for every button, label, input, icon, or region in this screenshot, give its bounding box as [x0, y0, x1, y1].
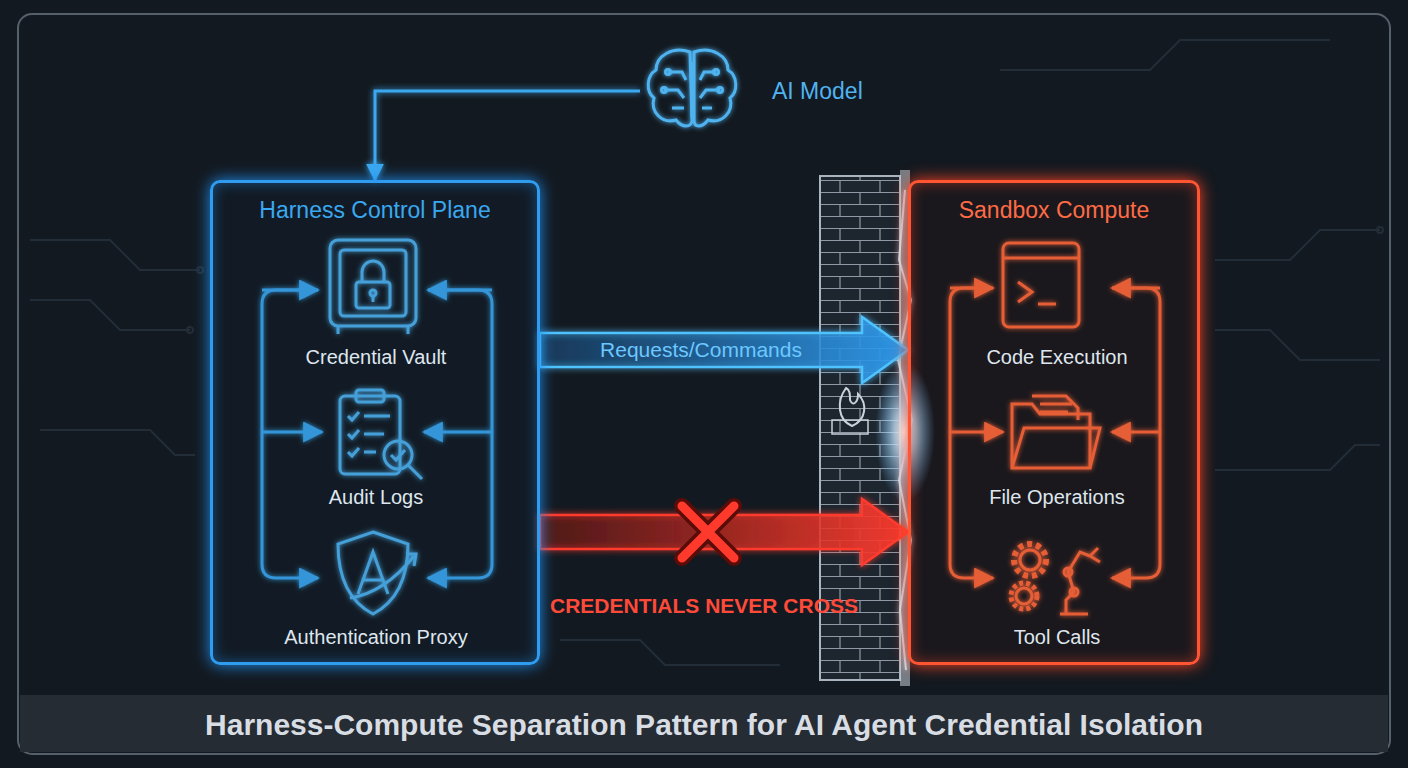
blocked-cross	[682, 506, 734, 558]
flow-arrow	[540, 499, 908, 565]
circuit-traces	[1215, 330, 1380, 360]
node-label: Audit Logs	[329, 486, 424, 509]
circuit-traces	[1215, 230, 1380, 260]
component-box: File Operations	[957, 373, 1157, 513]
panel-heading: Sandbox Compute	[959, 197, 1150, 224]
brain-icon	[666, 70, 671, 75]
component-box: Audit Logs	[276, 373, 476, 513]
component-box: Code Execution	[957, 233, 1157, 373]
circuit-traces	[30, 240, 200, 270]
node-label: File Operations	[989, 486, 1125, 509]
component-box: Authentication Proxy	[272, 513, 479, 653]
brain-icon	[662, 88, 667, 93]
circuit-traces	[30, 40, 1383, 665]
circuit-traces	[1215, 445, 1380, 470]
brain-icon	[664, 62, 720, 118]
edge-label: Requests/Commands	[600, 338, 802, 362]
circuit-traces	[187, 327, 193, 333]
node-label: Code Execution	[986, 346, 1127, 369]
brain-icon	[694, 50, 736, 126]
node-label: Credential Vault	[306, 346, 447, 369]
component-box: Credential Vault	[276, 233, 476, 373]
control-plane-box: Harness Control PlaneCredential VaultAud…	[210, 180, 540, 665]
circuit-traces	[1377, 227, 1383, 233]
circuit-traces	[30, 300, 190, 330]
caption: Harness-Compute Separation Pattern for A…	[0, 697, 1408, 753]
sandbox-box: Sandbox ComputeCode ExecutionFile Operat…	[908, 180, 1200, 665]
connector-arrow	[375, 91, 640, 180]
circuit-traces	[1000, 40, 1330, 70]
circuit-traces	[560, 640, 780, 665]
brain-icon	[648, 50, 692, 126]
blocked-cross	[682, 506, 734, 558]
circuit-traces	[197, 267, 203, 273]
node-label: Tool Calls	[1014, 626, 1101, 649]
flow-arrow	[540, 317, 908, 383]
panel-heading: Harness Control Plane	[259, 197, 490, 224]
model-label: AI Model	[640, 48, 877, 134]
circuit-traces	[40, 430, 195, 455]
brain-icon	[718, 88, 723, 93]
firewall-wall	[832, 420, 868, 434]
component-box: Tool Calls	[957, 513, 1157, 653]
brain-icon	[714, 70, 719, 75]
blocked-cross	[682, 506, 734, 558]
brain-icon	[648, 50, 736, 126]
edge-label: CREDENTIALS NEVER CROSS	[550, 594, 858, 618]
node-label: Authentication Proxy	[284, 626, 467, 649]
outer-frame	[18, 14, 1390, 754]
node-label: AI Model	[772, 78, 863, 105]
